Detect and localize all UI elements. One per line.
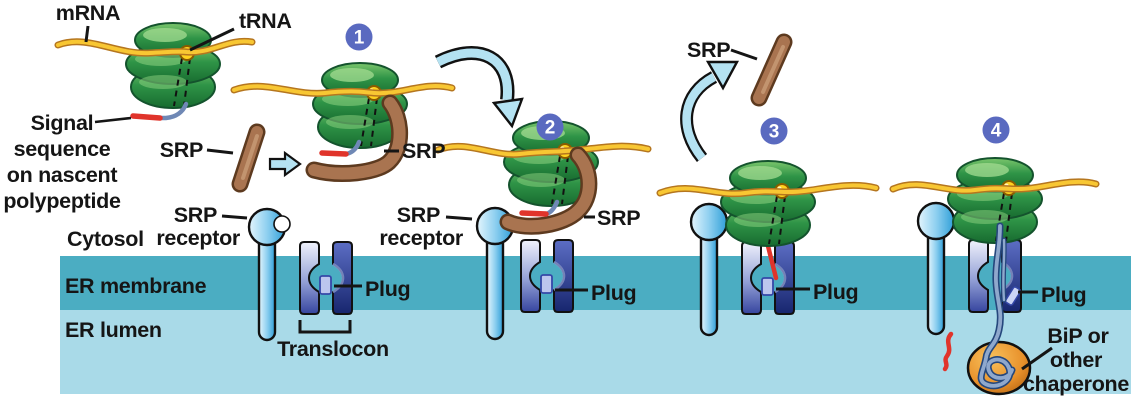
srp-label-step2: SRP: [597, 206, 640, 230]
mrna-label: mRNA: [56, 1, 121, 25]
chaperone-label: BiP or other chaperone: [1023, 324, 1130, 396]
srp-receptor-label-1-line1: SRP: [174, 203, 217, 227]
chaperone-pointer-line: [1021, 346, 1053, 371]
er-lumen-label: ER lumen: [65, 318, 162, 342]
srp-receptor-1: [247, 207, 291, 342]
step-number-1: 1: [354, 28, 365, 49]
srp-label-step1: SRP: [402, 139, 445, 163]
plug-2: [540, 274, 553, 294]
plug-1: [319, 275, 332, 295]
plug-3: [761, 277, 774, 296]
srp-receptor-label-2: SRP receptor: [379, 203, 464, 250]
plug-label-1: Plug: [365, 277, 410, 301]
signal-sequence-step1: [319, 150, 349, 157]
er-membrane-band: [60, 256, 1131, 310]
plug-4: [1004, 286, 1022, 306]
step-badge-1: 1: [345, 23, 373, 51]
chaperone-label-line1: BiP or: [1047, 324, 1109, 348]
srp-receptor-1-pointer-line: [221, 214, 248, 220]
mrna-strand-free: [54, 37, 256, 57]
srp-receptor-label-1: SRP receptor: [156, 203, 241, 250]
arrow-srp-binding: [268, 150, 302, 178]
plug-label-4: Plug: [1041, 283, 1086, 307]
srp-receptor-label-2-line2: receptor: [379, 226, 464, 250]
mrna-strand-step3: [656, 181, 880, 198]
ribosome-step4: [947, 157, 1043, 244]
translocating-polypeptide-chain: [977, 222, 1016, 390]
signal-sequence-label-line3: on nascent: [7, 163, 118, 187]
signal-sequence-pointer-line: [94, 116, 132, 124]
cytosol-label: Cytosol: [67, 227, 144, 251]
srp-free-pointer-line: [206, 148, 234, 155]
srp-receptor-label-2-line1: SRP: [397, 203, 440, 227]
translocon-label: Translocon: [277, 337, 389, 361]
signal-sequence-label-line2: sequence: [14, 137, 111, 161]
step-number-2: 2: [545, 118, 556, 139]
signal-sequence-label-line4: polypeptide: [3, 189, 121, 213]
plug-label-2: Plug: [591, 281, 636, 305]
signal-sequence-label: Signal sequence on nascent polypeptide: [3, 111, 121, 213]
er-lumen-band: [60, 310, 1131, 394]
srp-receptor-2-pointer-line: [445, 215, 473, 221]
srp-receptor-label-1-line2: receptor: [156, 226, 241, 250]
signal-sequence-free: [130, 113, 163, 121]
srp-bound-step2: [499, 146, 598, 235]
chaperone-label-line3: chaperone: [1023, 372, 1129, 396]
mrna-strand-step4: [889, 178, 1100, 195]
arrow-step1-to-step2: [434, 46, 524, 129]
step-badge-3: 3: [760, 117, 788, 145]
translocon-bracket: [298, 320, 352, 334]
srp-bound-step1: [305, 94, 409, 182]
er-membrane-label: ER membrane: [65, 274, 207, 298]
ribosome-free: [125, 22, 221, 109]
mrna-pointer-line: [84, 25, 90, 43]
mrna-strand-step1: [230, 82, 456, 97]
plug-label-3: Plug: [813, 280, 858, 304]
signal-sequence-label-line1: Signal: [31, 111, 94, 135]
cleaved-signal-peptide: [942, 331, 954, 372]
signal-sequence-in-channel: [765, 243, 779, 281]
srp-label-free: SRP: [160, 138, 203, 162]
step-number-4: 4: [991, 121, 1002, 142]
srp-step3-pointer-line: [730, 48, 758, 61]
nascent-chain-free: [157, 101, 189, 121]
chaperone-label-line2: other: [1050, 348, 1103, 372]
trna-pointer-line: [189, 27, 235, 52]
trna-label: tRNA: [239, 9, 292, 33]
step-number-3: 3: [769, 122, 780, 143]
arrow-srp-release: [680, 60, 740, 163]
ribosome-step3: [720, 160, 816, 247]
signal-sequence-step2: [519, 210, 549, 217]
step-badge-2: 2: [536, 113, 564, 141]
receptor-notch: [273, 215, 291, 233]
step-badge-4: 4: [982, 116, 1010, 144]
srp-rod-released: [750, 33, 793, 107]
srp-label-step3: SRP: [687, 38, 730, 62]
mrna-strand-step2: [434, 142, 652, 158]
srp-rod-free: [231, 123, 266, 193]
